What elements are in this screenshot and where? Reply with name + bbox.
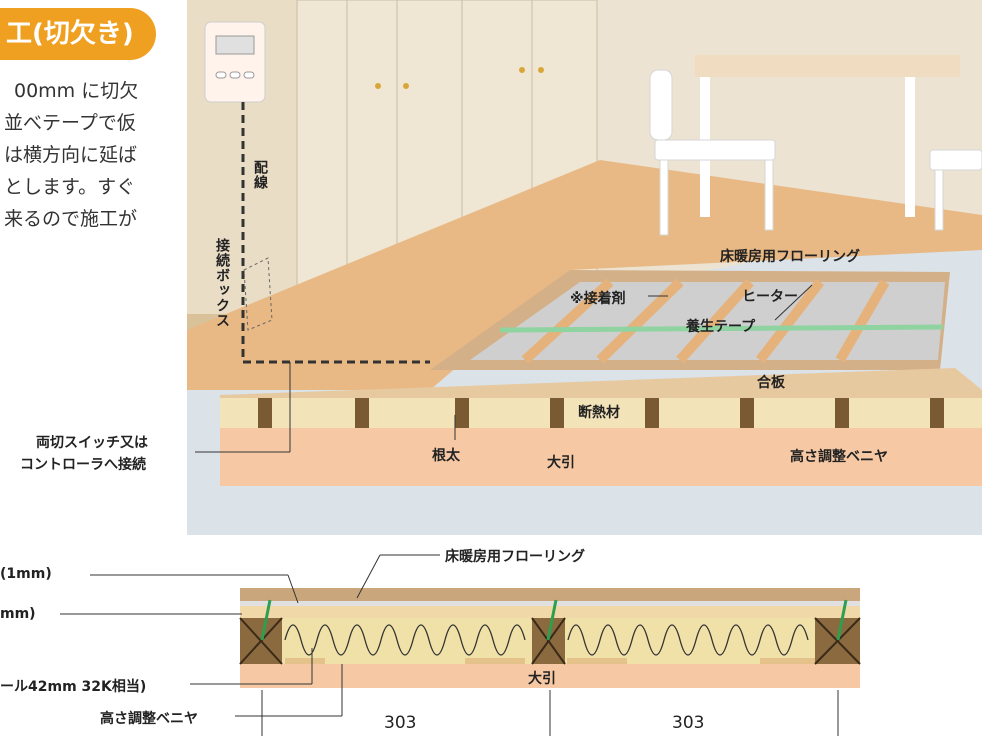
beam-label: 大引: [547, 455, 575, 471]
section-shim-label: 高さ調整ベニヤ: [100, 711, 198, 727]
adhesive-label: ※接着剤: [570, 291, 626, 307]
section-layer-a-label: (1mm): [0, 566, 52, 582]
section-insulation-label: ール42mm 32K相当): [0, 679, 147, 695]
heater-label: ヒーター: [742, 289, 798, 305]
insulation-label: 断熱材: [578, 405, 620, 421]
dimension-label-1: 303: [384, 713, 417, 733]
body-text-line-3: は横方向に延ば: [4, 144, 138, 166]
joist-label: 根太: [432, 448, 460, 464]
section-title-badge: 工(切欠き): [0, 8, 156, 60]
flooring-label: 床暖房用フローリング: [720, 249, 860, 265]
body-text-line-2: 並べテープで仮: [4, 112, 136, 134]
junction-box-label: 接続ボックス: [214, 238, 230, 328]
switch-note-line-2: コントローラへ接続: [20, 457, 146, 473]
section-flooring-label: 床暖房用フローリング: [445, 549, 585, 565]
curing-tape-label: 養生テープ: [686, 319, 756, 335]
section-beam-label: 大引: [528, 671, 556, 687]
wiring-label: 配線: [252, 160, 268, 190]
shim-label: 高さ調整ベニヤ: [790, 449, 888, 465]
body-text-line-5: 来るので施工が: [4, 208, 138, 230]
dimension-label-2: 303: [672, 713, 705, 733]
body-text-line-4: とします。すぐ: [4, 176, 136, 198]
section-layer-b-label: mm): [0, 606, 36, 622]
switch-note-line-1: 両切スイッチ又は: [36, 435, 148, 451]
body-text-line-1: 00mm に切欠: [14, 80, 139, 102]
plywood-label: 合板: [757, 375, 785, 391]
